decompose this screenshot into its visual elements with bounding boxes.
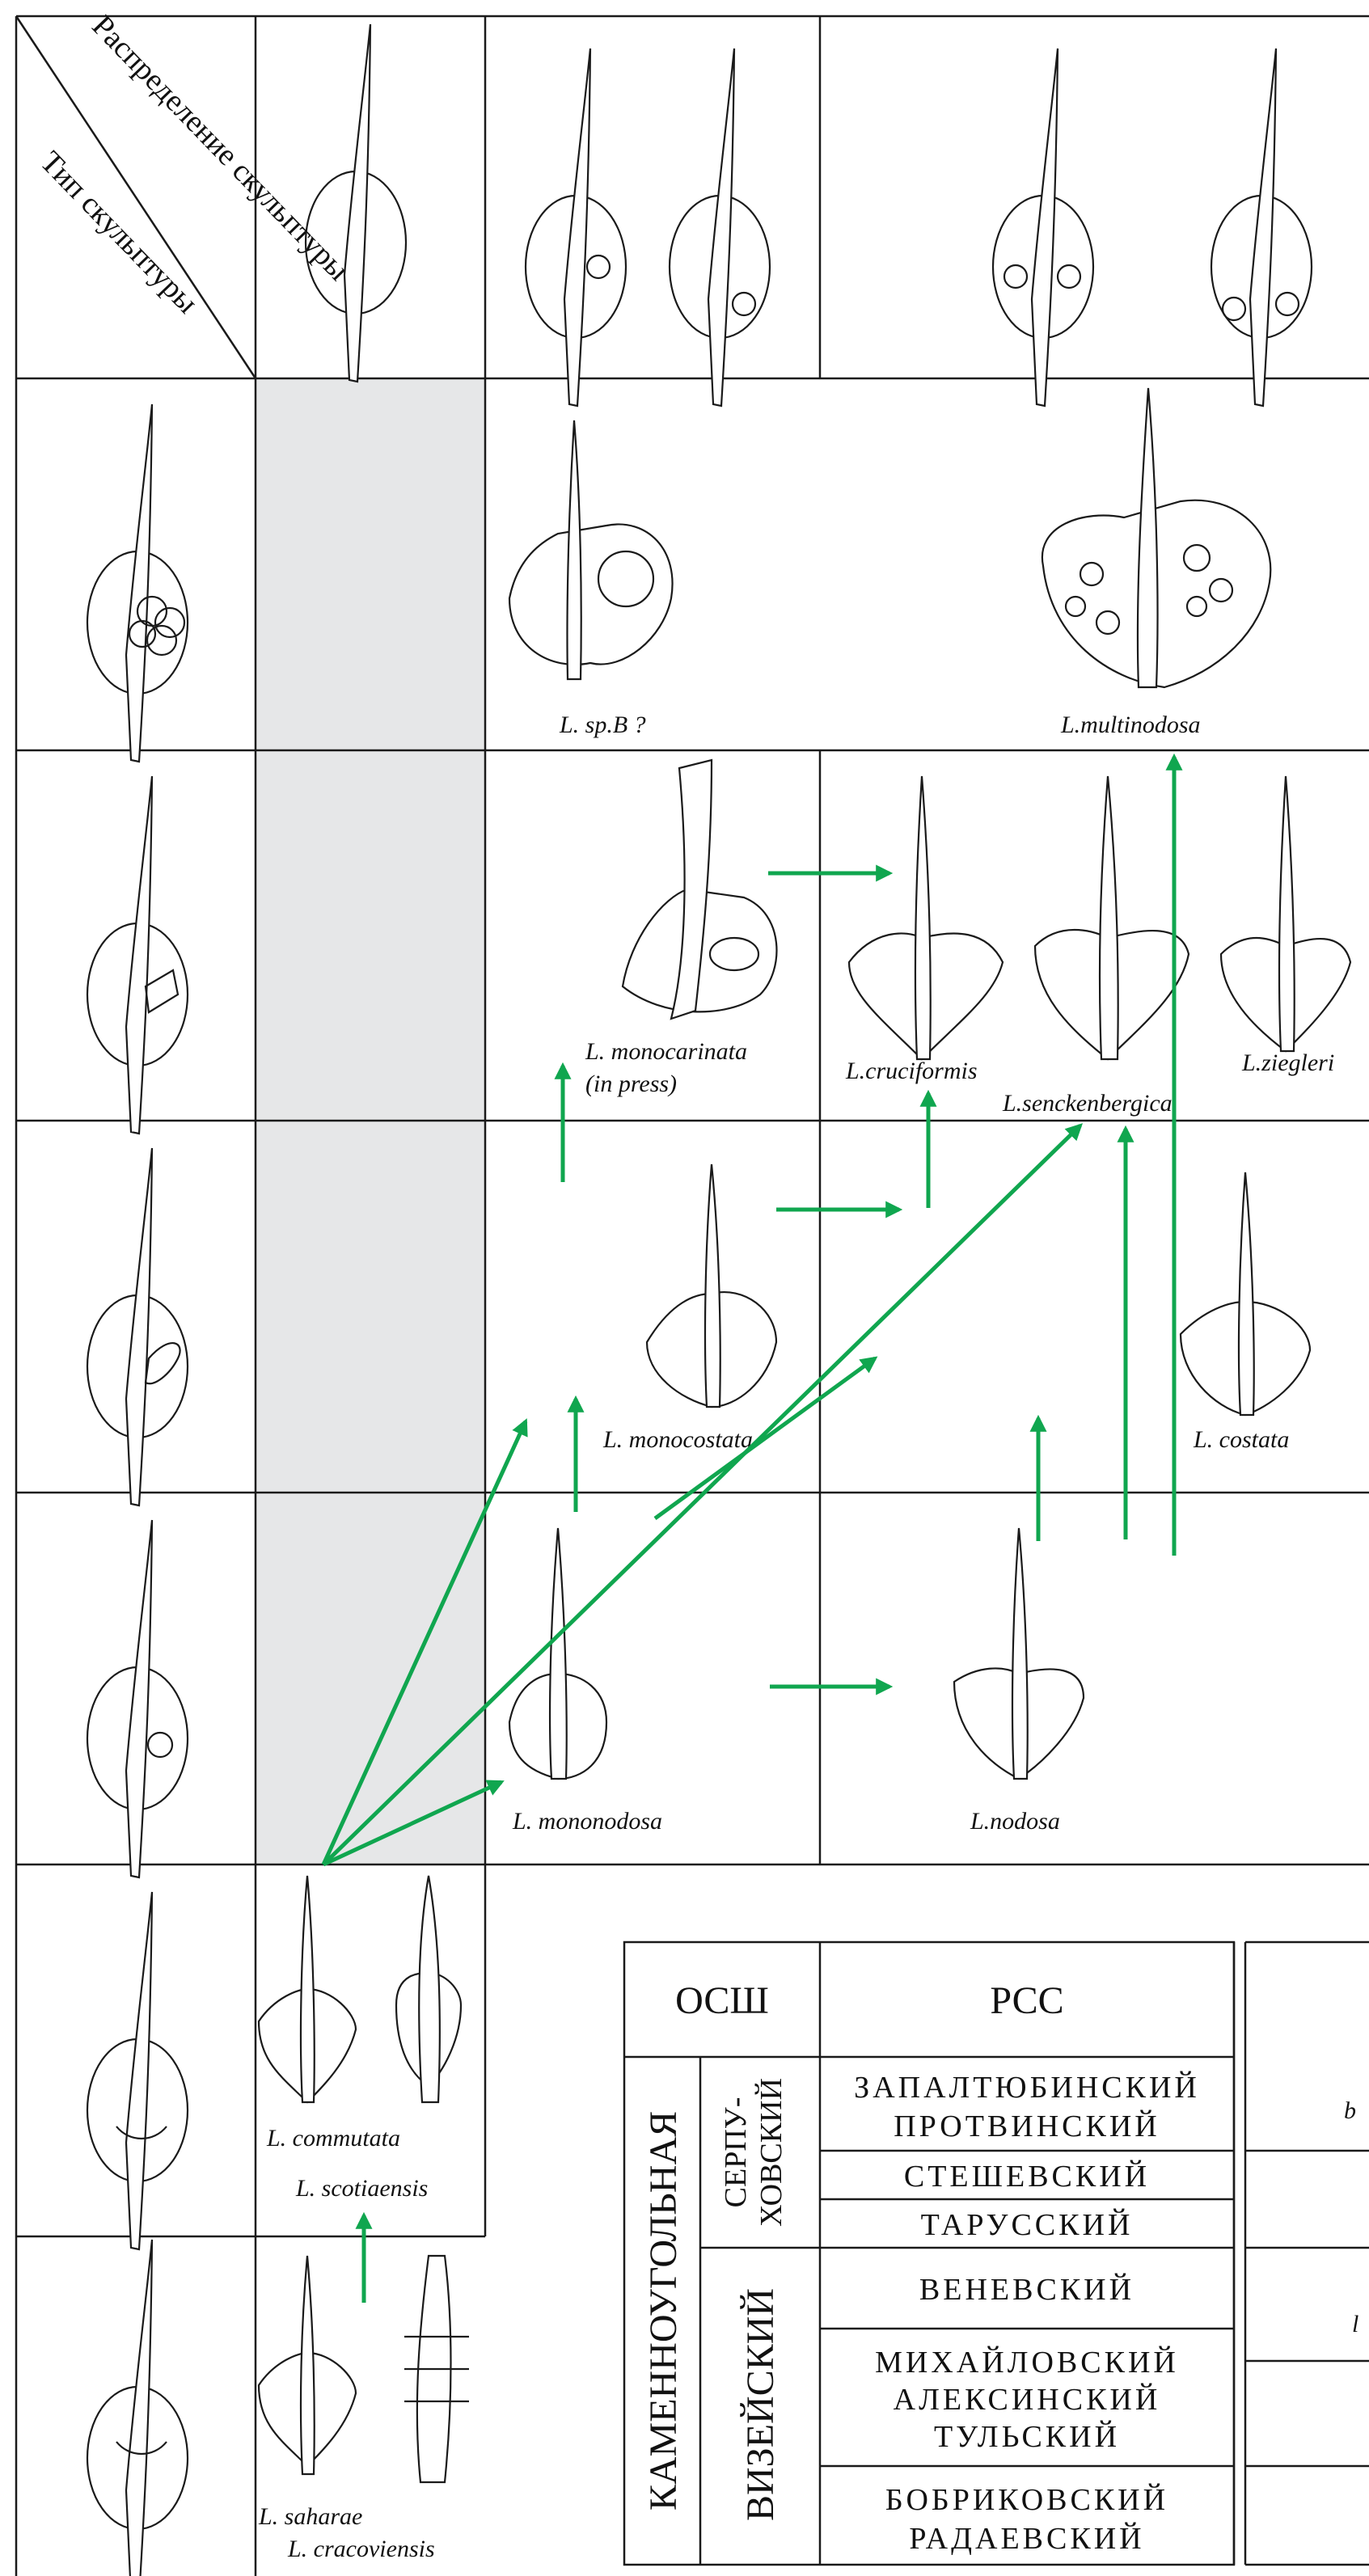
header-fossil-4	[993, 49, 1093, 406]
label-nodosa: L.nodosa	[970, 1808, 1060, 1835]
header-fossil-2	[526, 49, 626, 406]
type-fossil-3	[87, 1148, 188, 1505]
fossil-senckenbergica	[1035, 776, 1189, 1059]
header-fossil-1	[306, 24, 406, 382]
horizon-zapal: ЗАПАЛТЮБИНСКИЙ	[854, 2071, 1200, 2105]
col-header-osh: ОСШ	[675, 1979, 769, 2022]
horizon-protvin: ПРОТВИНСКИЙ	[894, 2109, 1160, 2143]
header-fossil-3	[670, 49, 770, 406]
horizon-radaev: РАДАЕВСКИЙ	[909, 2522, 1144, 2556]
fossil-cracoviensis	[404, 2256, 469, 2482]
horizon-aleksin: АЛЕКСИНСКИЙ	[894, 2383, 1161, 2417]
fossil-mononodosa	[509, 1528, 606, 1779]
fossil-multinodosa	[1042, 388, 1270, 687]
partial-right-2: l	[1352, 2311, 1358, 2337]
stage-serp-2: ХОВСКИЙ	[754, 2078, 788, 2227]
partial-right-1: b	[1344, 2097, 1356, 2124]
stage-serp-1: СЕРПУ-	[719, 2097, 753, 2208]
type-fossil-4	[87, 1520, 188, 1877]
type-fossil-6	[87, 2240, 188, 2576]
label-saharae: L. saharae	[258, 2503, 362, 2530]
fossil-ziegleri	[1221, 776, 1350, 1051]
label-monocarinata-note: (in press)	[585, 1071, 677, 1097]
strat-table	[624, 1942, 1369, 2565]
fossil-commutata	[259, 1876, 356, 2102]
fossil-costata	[1181, 1172, 1310, 1415]
label-mononodosa: L. mononodosa	[512, 1808, 662, 1835]
label-scotiaensis: L. scotiaensis	[295, 2175, 428, 2202]
label-commutata: L. commutata	[266, 2125, 400, 2152]
fossil-scotiaensis	[396, 1876, 461, 2102]
type-fossil-1	[87, 404, 188, 762]
label-monocostata: L. monocostata	[602, 1426, 753, 1453]
horizon-bobrik: БОБРИКОВСКИЙ	[885, 2483, 1168, 2517]
grid	[16, 16, 1369, 2576]
fossil-cruciformis	[849, 776, 1003, 1059]
horizon-steshev: СТЕШЕВСКИЙ	[904, 2160, 1150, 2194]
fossil-monocostata	[647, 1164, 776, 1407]
fossil-saharae	[259, 2256, 356, 2474]
system-label: КАМЕННОУГОЛЬНАЯ	[642, 2111, 685, 2511]
fossil-nodosa	[954, 1528, 1084, 1779]
label-cracoviensis: L. cracoviensis	[287, 2536, 435, 2562]
horizon-tul: ТУЛЬСКИЙ	[934, 2420, 1120, 2454]
label-cruciformis: L.cruciformis	[845, 1058, 978, 1084]
horizon-venev: ВЕНЕВСКИЙ	[919, 2273, 1134, 2307]
type-fossil-5	[87, 1892, 188, 2249]
type-fossil-2	[87, 776, 188, 1134]
label-sp-b: L. sp.B ?	[559, 712, 646, 738]
header-fossil-5	[1211, 49, 1312, 406]
col-header-rss: РСС	[990, 1979, 1063, 2022]
fossil-monocarinata	[623, 760, 776, 1019]
horizon-tarus: ТАРУССКИЙ	[921, 2208, 1134, 2242]
horizon-mikhail: МИХАЙЛОВСКИЙ	[875, 2346, 1179, 2380]
stage-vise: ВИЗЕЙСКИЙ	[739, 2288, 782, 2521]
label-ziegleri: L.ziegleri	[1241, 1049, 1334, 1076]
label-multinodosa: L.multinodosa	[1060, 712, 1201, 738]
label-monocarinata: L. monocarinata	[585, 1038, 747, 1065]
label-costata: L. costata	[1193, 1426, 1289, 1453]
label-senckenbergica: L.senckenbergica	[1002, 1090, 1173, 1117]
fossil-sp-b	[509, 420, 673, 679]
